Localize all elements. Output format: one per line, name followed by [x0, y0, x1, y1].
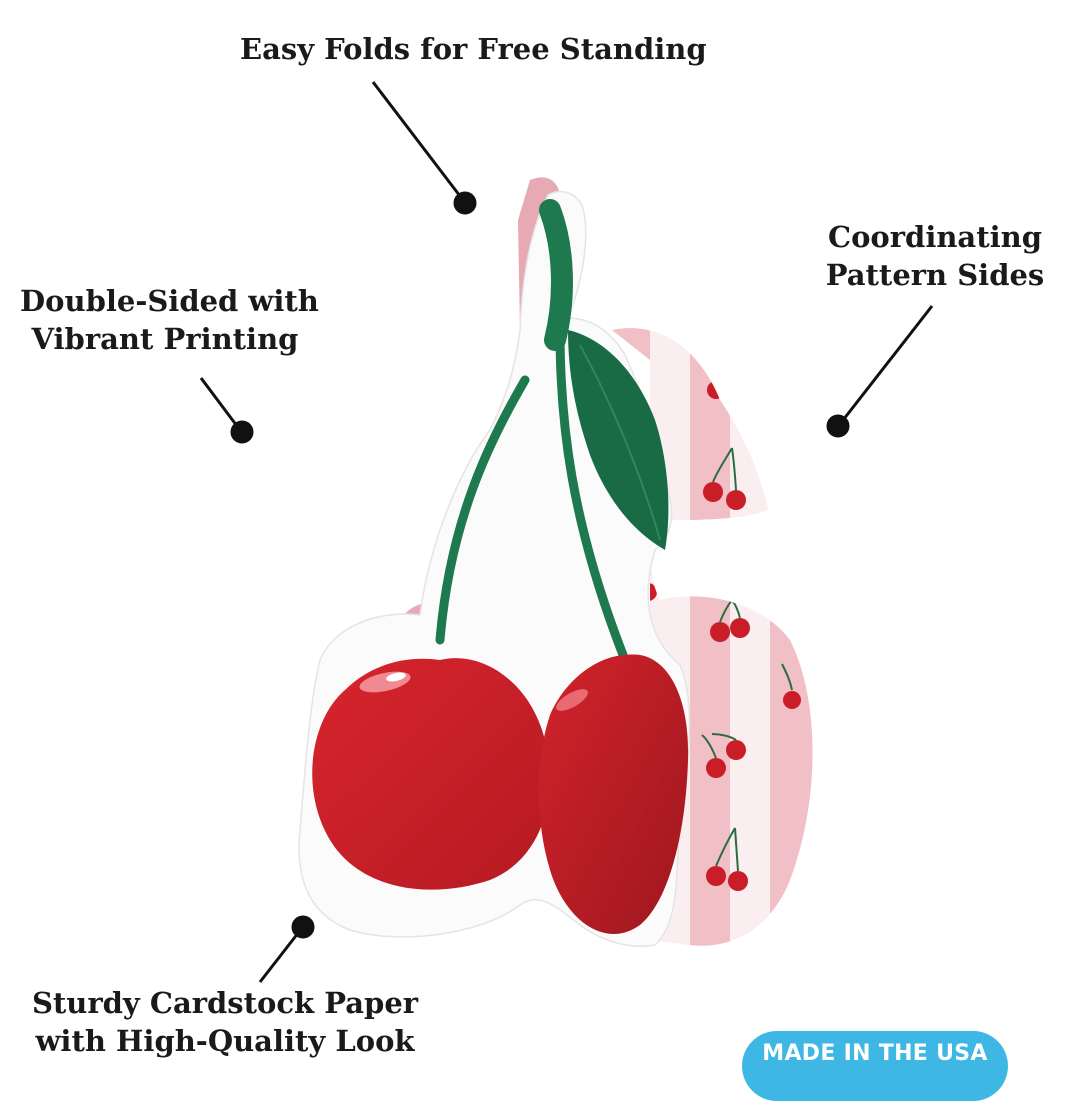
callout-text: Pattern Sides — [825, 258, 1045, 292]
right-cherry — [538, 654, 689, 934]
badge-label: MADE IN THE USA — [762, 1041, 988, 1066]
pointer-line-sturdy — [258, 927, 304, 983]
callout-text: Vibrant Printing — [31, 322, 299, 356]
callout-text: with High-Quality Look — [35, 1024, 415, 1058]
callout-easy-folds: Easy Folds for Free Standing — [240, 30, 707, 68]
pointer-dot-folds — [453, 191, 477, 215]
callout-text: Double-Sided with — [20, 284, 319, 318]
callout-text: Sturdy Cardstock Paper — [31, 986, 419, 1020]
pointer-dot-double — [230, 420, 254, 444]
cherry-stems — [435, 199, 630, 665]
callout-text: Easy Folds for Free Standing — [240, 32, 707, 66]
pointer-dot-sturdy — [291, 915, 315, 939]
pointer-line-double — [199, 377, 242, 431]
pointer-line-coordinating — [838, 305, 934, 425]
left-cherry — [312, 658, 550, 890]
pointer-dot-coordinating — [826, 414, 850, 438]
callout-sturdy-cardstock: Sturdy Cardstock Paper with High-Quality… — [30, 984, 420, 1060]
made-in-usa-badge: MADE IN THE USA — [742, 1031, 1008, 1101]
callout-double-sided: Double-Sided with Vibrant Printing — [20, 282, 319, 358]
callout-text: Coordinating — [828, 220, 1042, 254]
pointer-line-folds — [371, 81, 465, 201]
callout-coordinating-pattern: Coordinating Pattern Sides — [820, 218, 1050, 294]
cherry-leaf — [568, 330, 669, 550]
